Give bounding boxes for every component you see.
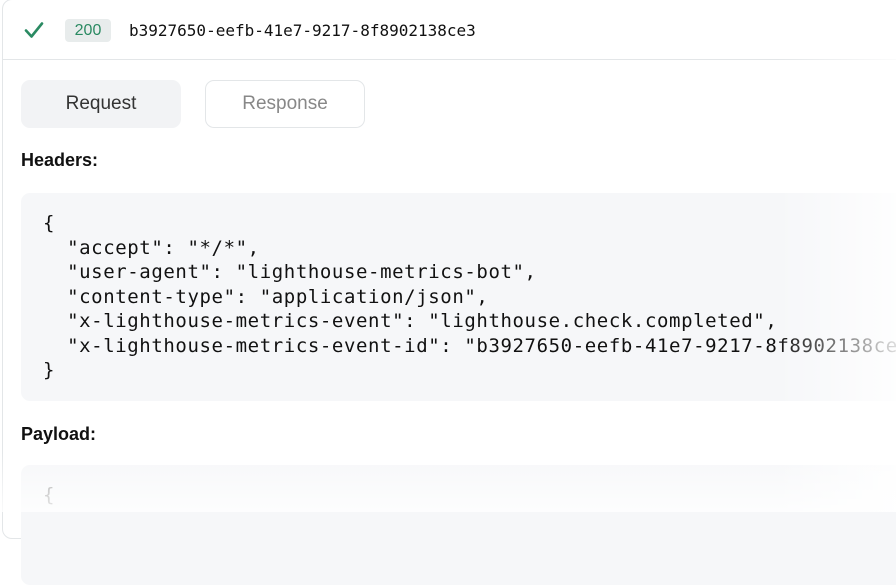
payload-label: Payload: <box>21 424 97 444</box>
check-icon <box>24 22 44 38</box>
tab-request[interactable]: Request <box>21 80 181 128</box>
event-id: b3927650-eefb-41e7-9217-8f8902138ce3 <box>129 21 476 40</box>
headers-code-block: { "accept": "*/*", "user-agent": "lighth… <box>21 193 896 401</box>
status-badge: 200 <box>65 19 111 42</box>
event-header: 200 b3927650-eefb-41e7-9217-8f8902138ce3 <box>3 0 896 60</box>
payload-code-block: { <box>21 465 896 585</box>
tab-response[interactable]: Response <box>205 80 365 128</box>
headers-label: Headers: <box>21 150 99 170</box>
